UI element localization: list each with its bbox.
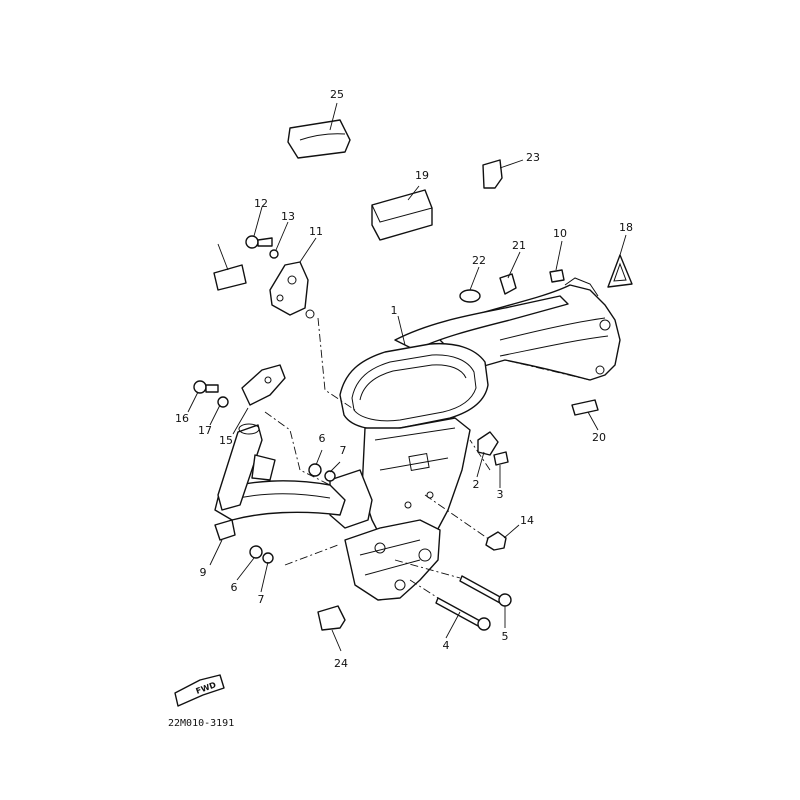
callout-9: 10 [553, 227, 567, 240]
callout-18: 19 [415, 169, 429, 182]
callout-23: 24 [334, 657, 348, 670]
frame-assembly [214, 277, 621, 601]
drawing-code: 22M010-3191 [168, 718, 234, 729]
bracket-part-10 [269, 261, 315, 319]
leader-lines [187, 102, 627, 652]
callout-13: 14 [520, 514, 534, 527]
callout-2: 2 [473, 478, 480, 491]
callout-16: 17 [198, 424, 212, 437]
callout-10: 11 [309, 225, 323, 238]
callout-22: 23 [526, 151, 540, 164]
assembly-lines [264, 317, 591, 599]
callout-20: 21 [512, 239, 526, 252]
fwd-arrow-icon: FWD [174, 674, 225, 707]
callout-7a: 7 [340, 444, 347, 457]
callout-11: 12 [254, 197, 268, 210]
front-pipe-part [217, 423, 276, 511]
callout-6a: 6 [319, 432, 326, 445]
callout-5: 5 [502, 630, 509, 643]
callout-8: 9 [200, 566, 207, 579]
bracket-upper [241, 364, 286, 406]
callout-15: 16 [175, 412, 189, 425]
callout-4: 4 [443, 639, 450, 652]
callout-3: 3 [497, 488, 504, 501]
callout-6b: 6 [231, 581, 238, 594]
callout-12: 13 [281, 210, 295, 223]
small-parts [193, 119, 633, 631]
callout-24: 25 [330, 88, 344, 101]
callout-19: 20 [592, 431, 606, 444]
callouts: 25 19 23 12 13 11 18 10 21 22 1 20 16 17… [175, 88, 633, 670]
callout-21: 22 [472, 254, 486, 267]
callout-17: 18 [619, 221, 633, 234]
callout-14: 15 [219, 434, 233, 447]
callout-7b: 7 [258, 593, 265, 606]
callout-1: 1 [391, 304, 398, 317]
